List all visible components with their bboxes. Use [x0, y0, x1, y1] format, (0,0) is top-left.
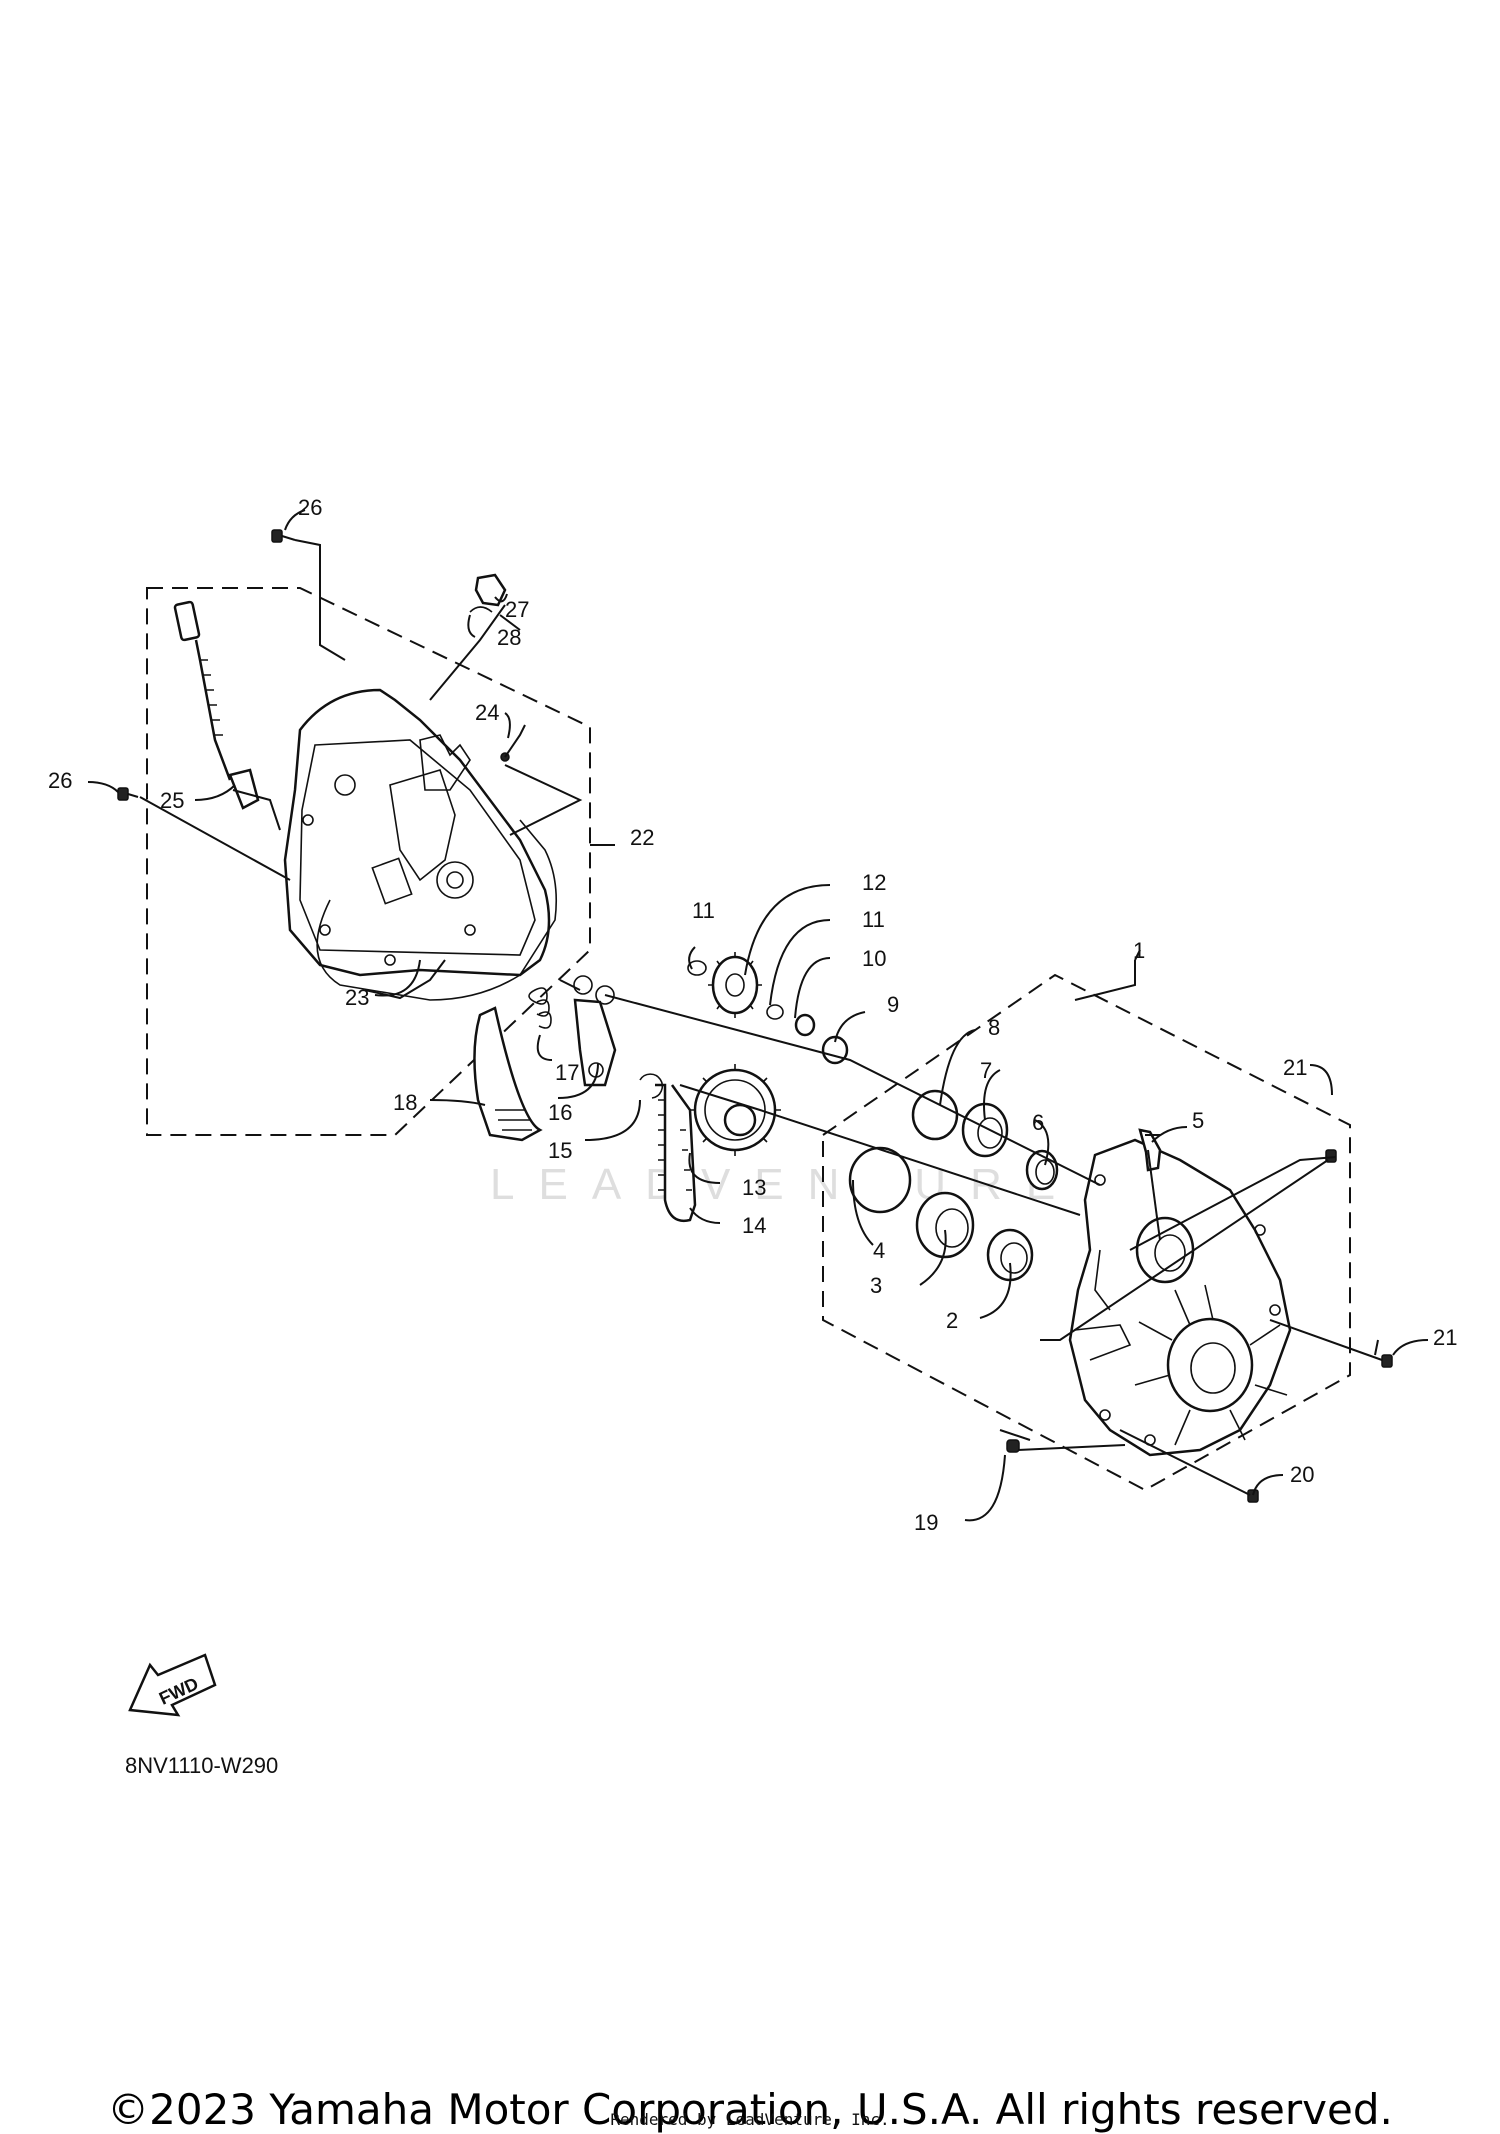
callout-15: 15	[548, 1138, 572, 1163]
callout-20: 20	[1290, 1462, 1314, 1487]
diagram-code: 8NV1110-W290	[125, 1753, 279, 1778]
tensioner-16	[573, 975, 617, 1087]
callout-28: 28	[497, 625, 521, 650]
group-22-boundary	[146, 587, 591, 1136]
circlip-11-right	[766, 1004, 784, 1020]
callout-3: 3	[870, 1273, 882, 1298]
callout-27: 27	[505, 597, 529, 622]
callout-21b: 21	[1433, 1325, 1457, 1350]
callout-2: 2	[946, 1308, 958, 1333]
washer-10	[794, 1013, 816, 1037]
callout-8: 8	[988, 1015, 1000, 1040]
callout-5: 5	[1192, 1108, 1204, 1133]
circlip-15	[639, 1073, 664, 1099]
gasket-23	[316, 819, 558, 1001]
group-1-boundary	[822, 973, 1351, 1492]
callout-curves	[87, 509, 1429, 1522]
callout-12: 12	[862, 870, 886, 895]
callout-21a: 21	[1283, 1055, 1307, 1080]
oring-28	[469, 606, 493, 613]
circlip-11-left	[687, 960, 707, 976]
bolt-26-left	[117, 787, 139, 801]
crankcase-housing-right	[1068, 1138, 1292, 1457]
callout-19: 19	[914, 1510, 938, 1535]
bolt-21-bottom	[1381, 1354, 1393, 1368]
crankcase-cover-left	[283, 688, 551, 977]
callout-22: 22	[630, 825, 654, 850]
bolt-26-top	[271, 529, 296, 543]
callout-25: 25	[160, 788, 184, 813]
callout-13: 13	[742, 1175, 766, 1200]
sensor-lead-25	[173, 600, 260, 810]
callout-1: 1	[1133, 938, 1145, 963]
callout-16: 16	[548, 1100, 572, 1125]
callout-24: 24	[475, 700, 499, 725]
callout-9: 9	[887, 992, 899, 1017]
breather-fitting-5	[1138, 1128, 1162, 1172]
oring-4	[848, 1146, 912, 1214]
callout-7: 7	[980, 1058, 992, 1083]
callout-6: 6	[1032, 1110, 1044, 1135]
rendered-by-credit: Rendered by LeadVenture, Inc.	[610, 2110, 890, 2129]
bolt-21-top	[1325, 1149, 1337, 1163]
bolt-20	[1247, 1489, 1259, 1503]
callout-14: 14	[742, 1213, 766, 1238]
callout-11b: 11	[862, 907, 885, 932]
dowel-19	[1006, 1439, 1020, 1453]
gear-12	[708, 952, 762, 1018]
sprocket-13	[689, 1064, 781, 1156]
fwd-arrow-icon: FWD	[128, 1653, 217, 1717]
callout-10: 10	[862, 946, 886, 971]
callout-26b: 26	[48, 768, 72, 793]
washer-9	[821, 1035, 849, 1065]
callout-26a: 26	[298, 495, 322, 520]
bearing-3	[915, 1191, 975, 1259]
oring-8	[911, 1089, 959, 1141]
callout-18: 18	[393, 1090, 417, 1115]
plug-27	[474, 573, 507, 607]
callout-11a: 11	[692, 898, 715, 923]
callout-4: 4	[873, 1238, 885, 1263]
chain-guide-18	[473, 1006, 543, 1142]
callout-23: 23	[345, 985, 369, 1010]
spring-17	[528, 987, 552, 1029]
callout-17: 17	[555, 1060, 579, 1085]
leader-lines	[139, 539, 1383, 1496]
